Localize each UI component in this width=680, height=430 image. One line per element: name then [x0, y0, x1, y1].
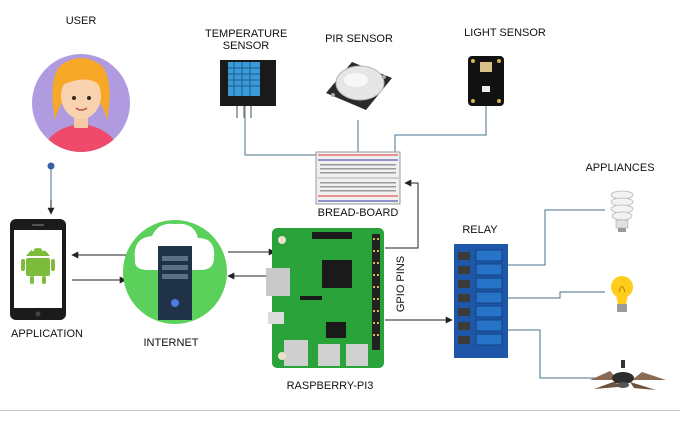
ceiling-fan-icon [590, 360, 666, 390]
temperature-sensor-label-line2: SENSOR [222, 40, 270, 52]
light-sensor-label: LIGHT SENSOR [464, 27, 546, 39]
gpio-to-breadboard-arrow [385, 179, 419, 249]
cfl-bulb-icon [610, 190, 634, 232]
relay-to-bulb-wire [508, 291, 605, 299]
raspberry-pi-board-icon [266, 228, 384, 368]
pir-sensor-icon [326, 62, 392, 110]
light-sensor-icon [468, 56, 504, 106]
appliances-label: APPLIANCES [585, 162, 655, 174]
raspberry-pi-label: RASPBERRY-PI3 [286, 380, 374, 392]
breadboard-icon [315, 151, 401, 205]
cloud-server-icon [123, 220, 227, 324]
light-sensor-wire [394, 105, 487, 152]
internet-label: INTERNET [143, 337, 199, 349]
android-phone-icon [10, 219, 66, 320]
user-label: USER [65, 15, 97, 27]
temperature-sensor-label: TEMPERATURE SENSOR [205, 28, 287, 52]
bread-board-label: BREAD-BOARD [317, 207, 399, 219]
light-bulb-icon [611, 276, 633, 312]
user-avatar-icon [32, 54, 130, 152]
connector-lines [50, 100, 605, 379]
pir-sensor-label: PIR SENSOR [325, 33, 393, 45]
temp-sensor-wire [244, 100, 320, 156]
temperature-sensor-label-line1: TEMPERATURE [205, 28, 288, 40]
application-label: APPLICATION [11, 328, 83, 340]
bottom-divider [0, 410, 680, 411]
relay-to-cfl-wire [508, 209, 605, 266]
relay-label: RELAY [462, 224, 498, 236]
gpio-pins-label: GPIO PINS [395, 255, 407, 313]
relay-to-fan-wire [508, 329, 600, 379]
temperature-sensor-icon [220, 60, 276, 118]
user-dot [47, 162, 55, 170]
relay-module-icon [454, 244, 508, 358]
